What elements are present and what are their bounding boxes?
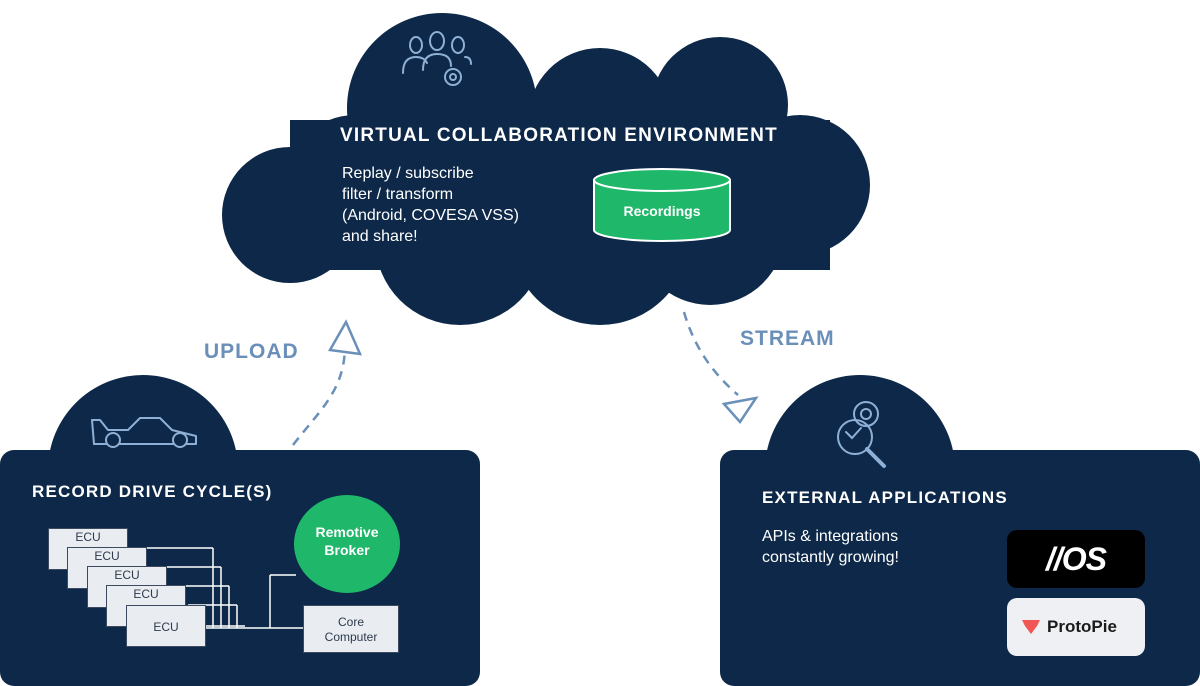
protopie-logo: ProtoPie bbox=[1007, 598, 1145, 656]
cloud-shape bbox=[222, 13, 870, 325]
external-description: APIs & integrations constantly growing! bbox=[762, 526, 899, 568]
core-computer: Core Computer bbox=[303, 605, 399, 653]
broker-label-line: Broker bbox=[324, 542, 370, 558]
hos-logo: //OS bbox=[1007, 530, 1145, 588]
hos-logo-text: //OS bbox=[1045, 541, 1107, 577]
race-car-icon bbox=[91, 417, 197, 448]
recordings-database bbox=[593, 168, 731, 242]
cloud-title: VIRTUAL COLLABORATION ENVIRONMENT bbox=[340, 125, 778, 146]
cloud-description-line: Replay / subscribe bbox=[342, 165, 474, 182]
recordings-label: Recordings bbox=[623, 203, 701, 219]
stream-label: STREAM bbox=[740, 327, 835, 350]
gear-search-icon bbox=[837, 401, 886, 468]
core-label-line: Computer bbox=[324, 630, 378, 644]
cloud-description-line: and share! bbox=[342, 228, 418, 245]
upload-arrow bbox=[292, 319, 363, 446]
team-settings-icon bbox=[402, 31, 472, 86]
cloud-description: Replay / subscribe filter / transform (A… bbox=[342, 163, 519, 247]
upload-label: UPLOAD bbox=[204, 340, 299, 363]
remotive-broker: Remotive Broker bbox=[294, 495, 400, 593]
protopie-mark-icon bbox=[1022, 620, 1040, 634]
cloud-description-line: filter / transform bbox=[342, 186, 454, 203]
core-label-line: Core bbox=[337, 615, 364, 629]
external-title: EXTERNAL APPLICATIONS bbox=[762, 488, 1008, 507]
broker-label-line: Remotive bbox=[315, 524, 379, 540]
external-description-line: APIs & integrations bbox=[762, 528, 899, 545]
cloud-description-line: (Android, COVESA VSS) bbox=[342, 207, 519, 224]
record-title: RECORD DRIVE CYCLE(S) bbox=[32, 482, 273, 501]
ecu-wiring bbox=[128, 547, 303, 629]
protopie-logo-text: ProtoPie bbox=[1047, 617, 1117, 636]
stream-arrow bbox=[682, 311, 759, 425]
external-description-line: constantly growing! bbox=[762, 549, 899, 566]
ecu-box: ECU bbox=[126, 605, 206, 647]
